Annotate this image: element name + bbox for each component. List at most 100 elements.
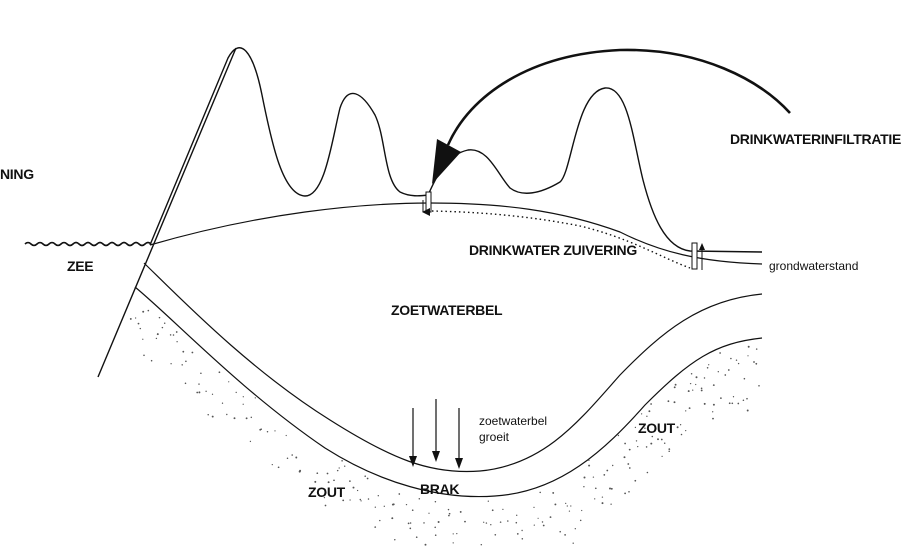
salt-dot	[517, 533, 519, 535]
salt-dot	[200, 372, 202, 374]
salt-dot	[730, 358, 732, 360]
salt-dot	[629, 449, 631, 451]
salt-water-dots-right	[428, 346, 759, 546]
salt-dot	[364, 475, 366, 477]
salt-dot	[267, 431, 268, 432]
salt-dot	[674, 401, 676, 403]
salt-dot	[647, 472, 649, 474]
salt-dot	[564, 534, 566, 536]
salt-dot	[747, 410, 749, 412]
salt-dot	[737, 403, 739, 405]
infiltration-label: DRINKWATERINFILTRATIE	[730, 131, 901, 147]
salt-dot	[170, 334, 172, 336]
salt-dot	[349, 499, 350, 500]
salt-dot	[162, 327, 163, 328]
salt-dot	[219, 371, 221, 373]
salt-dot	[691, 373, 693, 375]
brackish-label: BRAK	[420, 481, 459, 497]
salt-dot	[226, 414, 227, 415]
salt-dot	[151, 360, 153, 362]
salt-dot	[624, 493, 626, 495]
salt-dot	[490, 524, 491, 525]
salt-dot	[251, 417, 252, 418]
salt-dot	[704, 403, 706, 405]
salt-dot	[668, 451, 670, 453]
salt-dot	[408, 523, 410, 525]
salt-dot	[170, 363, 171, 364]
salt-dot	[159, 317, 161, 319]
salt-dot	[507, 520, 509, 522]
salt-dot	[690, 383, 691, 384]
salt-dot	[409, 528, 411, 530]
salt-dot	[588, 460, 589, 461]
salt-dot	[606, 470, 608, 472]
salt-dot	[539, 492, 541, 494]
salt-dot	[593, 476, 594, 477]
brackish-zone-bottom	[135, 287, 762, 497]
infiltration-arrowhead	[432, 139, 461, 184]
salt-dot	[448, 509, 449, 510]
salt-dot	[637, 446, 638, 447]
salt-dot	[646, 416, 647, 417]
salt-dot	[460, 511, 462, 513]
cut-off-label: NING	[0, 166, 34, 182]
salt-dot	[701, 387, 703, 389]
salt-dot	[299, 471, 301, 473]
salt-dot	[559, 531, 561, 533]
salt-dot	[712, 411, 713, 412]
salt-dot	[724, 374, 726, 376]
salt-dot	[534, 524, 535, 525]
salt-dot	[353, 487, 355, 489]
salt-dot	[674, 386, 676, 388]
salt-dot	[164, 323, 165, 324]
salt-dot	[744, 378, 746, 380]
salt-dot	[374, 526, 376, 528]
salt-dot	[692, 389, 693, 390]
salt-dot	[228, 381, 229, 382]
salt-dot	[246, 417, 248, 419]
salt-dot	[580, 520, 582, 522]
salt-dot	[173, 334, 175, 336]
salt-dot	[198, 383, 199, 384]
salt-dot	[333, 479, 335, 481]
salt-dot	[425, 544, 427, 546]
salt-dot	[650, 403, 652, 405]
salt-dot	[212, 416, 214, 418]
salt-dot	[327, 473, 329, 475]
salt-dot	[522, 538, 524, 540]
salt-dot	[196, 392, 198, 394]
salt-dot	[182, 351, 184, 353]
salt-dot	[360, 500, 361, 501]
salt-dot	[713, 384, 715, 386]
salt-dot	[157, 333, 159, 335]
salt-dot	[367, 478, 369, 480]
salt-dot	[729, 402, 731, 404]
salt-dot	[278, 466, 280, 468]
salt-dot	[543, 525, 545, 527]
salt-dot	[731, 402, 733, 404]
salt-dot	[191, 352, 193, 354]
salt-dot	[406, 504, 407, 505]
salt-dot	[328, 481, 330, 483]
salt-dot	[550, 516, 552, 518]
salt-dot	[695, 384, 696, 385]
salt-dot	[650, 443, 652, 445]
salt-dot	[603, 474, 605, 476]
freshwater-lens-bottom	[144, 263, 762, 472]
salt-dot	[384, 506, 385, 507]
salt-dot	[728, 369, 730, 371]
salt-dot	[337, 470, 338, 471]
salt-dot	[701, 389, 703, 391]
salt-dot	[570, 505, 571, 506]
salt-dot	[140, 328, 141, 329]
salt-dot	[449, 513, 451, 515]
salt-dot	[733, 396, 734, 397]
salt-dot	[624, 443, 626, 445]
salt-dot	[314, 481, 316, 483]
salt-dot	[339, 467, 340, 468]
salt-dot	[573, 543, 574, 544]
salt-dot	[748, 346, 750, 348]
freshwater-lens-label: ZOETWATERBEL	[391, 302, 503, 318]
salt-dot	[602, 502, 604, 504]
